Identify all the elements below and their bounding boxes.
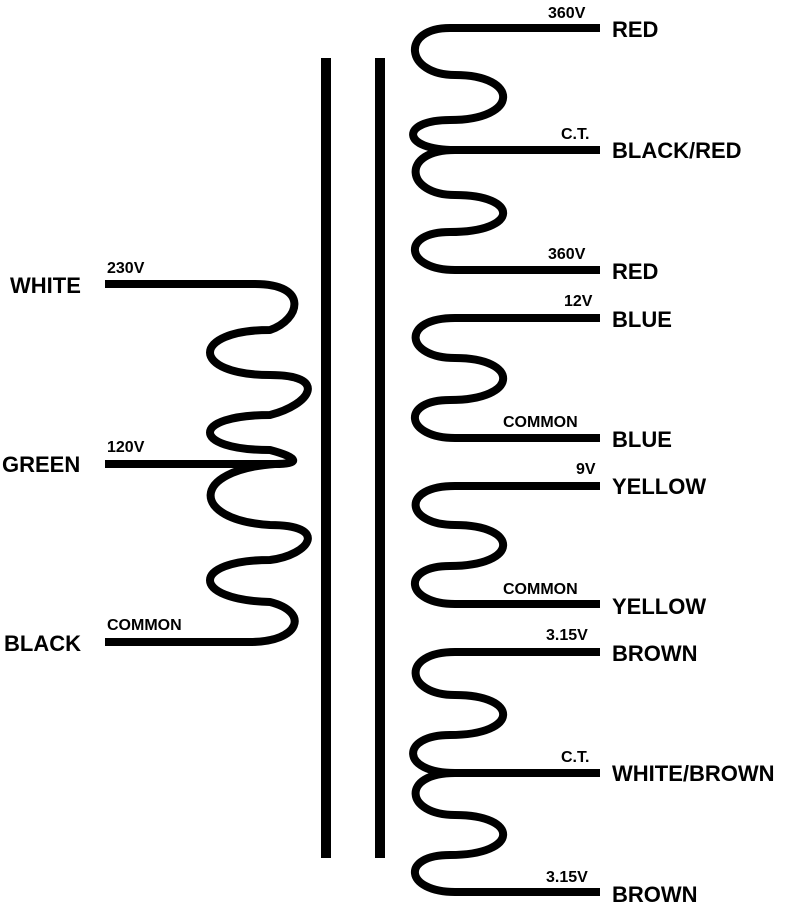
primary-lead-green-label: GREEN <box>2 452 80 477</box>
secondary-lead-yellow-bottom-label: YELLOW <box>612 594 706 619</box>
secondary-lead-blue-top-label: BLUE <box>612 307 672 332</box>
secondary-tap-360v-top-label: 360V <box>548 5 586 22</box>
secondary-lead-red-top-label: RED <box>612 17 658 42</box>
secondary-tap-12v-label: 12V <box>564 293 593 310</box>
secondary-lead-white-brown-label: WHITE/BROWN <box>612 761 775 786</box>
secondary-winding-9v-coil <box>411 482 600 608</box>
secondary-lead-brown-top-label: BROWN <box>612 641 698 666</box>
secondary-lead-blue-bottom-label: BLUE <box>612 427 672 452</box>
secondary-lead-brown-bottom-label: BROWN <box>612 882 698 907</box>
secondary-tap-common-9v-label: COMMON <box>503 581 578 598</box>
secondary-tap-ct-hv-label: C.T. <box>561 126 589 143</box>
secondary-tap-9v-label: 9V <box>576 461 596 478</box>
primary-coil <box>105 280 312 646</box>
primary-tap-120v-label: 120V <box>107 439 145 456</box>
secondary-lead-black-red-label: BLACK/RED <box>612 138 742 163</box>
primary-lead-black-label: BLACK <box>4 631 81 656</box>
primary-tap-230v-label: 230V <box>107 260 145 277</box>
primary-lead-white-label: WHITE <box>10 273 81 298</box>
secondary-lead-red-bottom-label: RED <box>612 259 658 284</box>
secondary-tap-common-12v-label: COMMON <box>503 414 578 431</box>
secondary-tap-360v-bottom-label: 360V <box>548 246 586 263</box>
primary-tap-common-label: COMMON <box>107 617 182 634</box>
secondary-winding-12v-coil <box>411 314 600 442</box>
secondary-tap-3-15v-bottom-label: 3.15V <box>546 869 588 886</box>
secondary-tap-ct-filament-label: C.T. <box>561 749 589 766</box>
secondary-tap-3-15v-top-label: 3.15V <box>546 627 588 644</box>
secondary-lead-yellow-top-label: YELLOW <box>612 474 706 499</box>
